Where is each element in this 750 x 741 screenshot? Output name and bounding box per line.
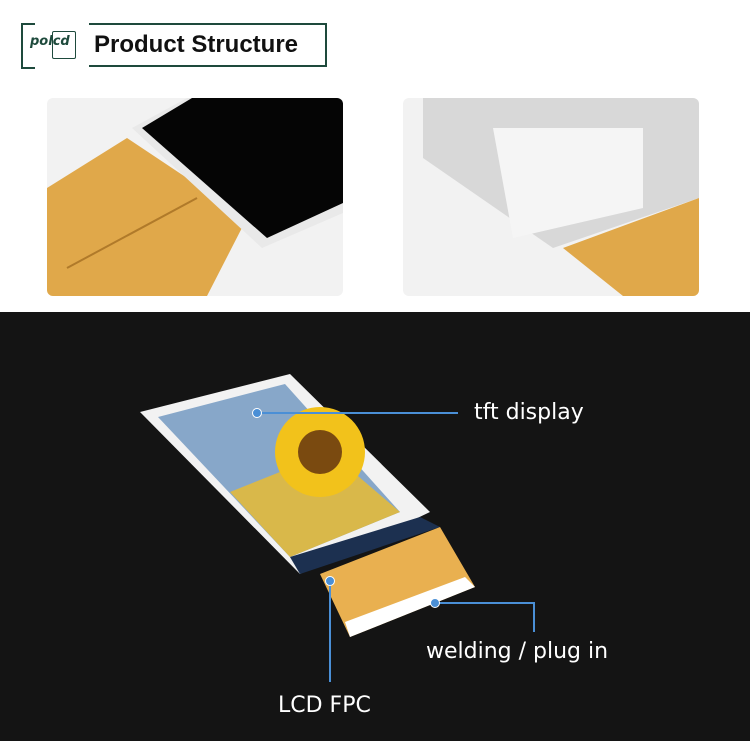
product-photo-back bbox=[403, 98, 699, 296]
header-bracket bbox=[21, 23, 35, 69]
label-lcd-fpc: LCD FPC bbox=[278, 693, 371, 718]
title-box: Product Structure bbox=[89, 23, 327, 67]
page-title: Product Structure bbox=[94, 31, 299, 58]
structure-diagram: tft display welding / plug in LCD FPC bbox=[0, 312, 750, 741]
product-photo-front bbox=[47, 98, 343, 296]
label-tft-display: tft display bbox=[474, 400, 584, 425]
label-welding: welding / plug in bbox=[426, 639, 609, 664]
polcd-logo: polcd bbox=[30, 29, 78, 59]
